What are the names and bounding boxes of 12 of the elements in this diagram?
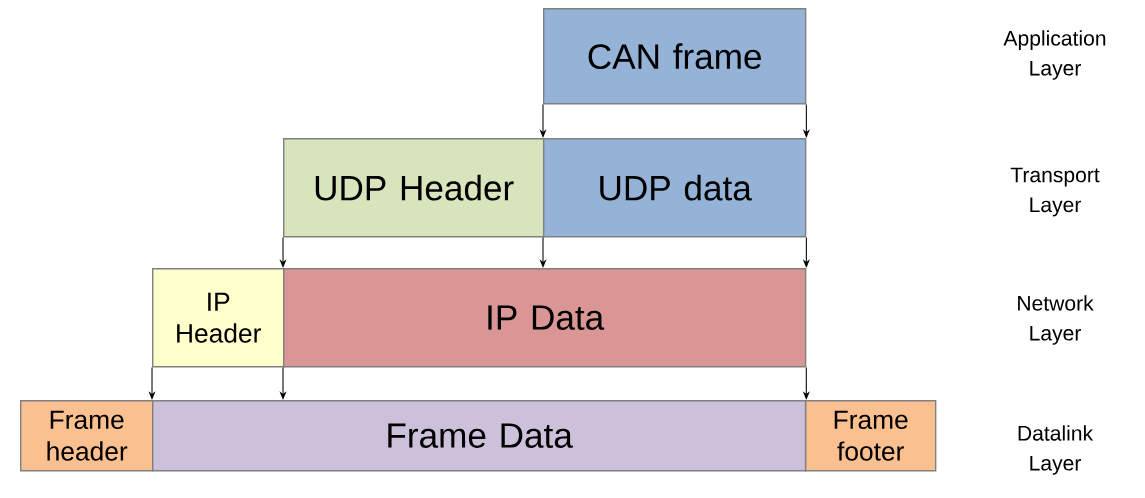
layer-box: CAN frame xyxy=(543,8,807,105)
layer-box: UDP data xyxy=(543,138,807,238)
layer-label: Network Layer xyxy=(1018,295,1094,345)
layer-label: Datalink Layer xyxy=(1018,425,1094,475)
layer-box: Frame footer xyxy=(805,400,937,472)
layer-box: UDP Header xyxy=(283,138,545,238)
layer-box: Frame header xyxy=(20,400,154,472)
layer-label: Application Layer xyxy=(1003,30,1106,80)
layer-box: IP Header xyxy=(152,268,285,368)
layer-label: Transport Layer xyxy=(1010,167,1100,217)
layer-box: Frame Data xyxy=(152,400,807,472)
layer-box: IP Data xyxy=(283,268,807,368)
